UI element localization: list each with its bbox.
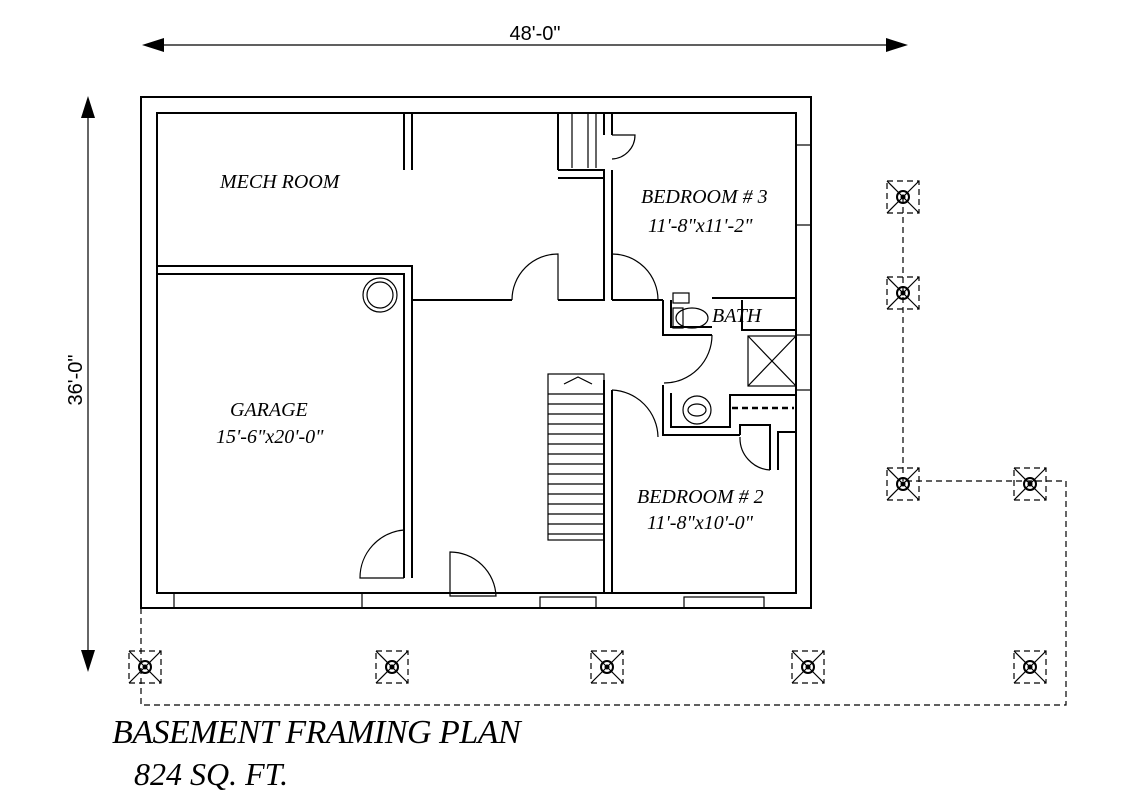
stairs (547, 373, 605, 541)
deck-post-icon (886, 276, 920, 310)
bedroom3-size: 11'-8"x11'-2" (648, 215, 753, 237)
deck-post-icon (886, 180, 920, 214)
deck-post-icon (590, 650, 624, 684)
width-dimension-label: 48'-0" (510, 23, 561, 45)
garage-size: 15'-6"x20'-0" (216, 426, 324, 448)
plan-area: 824 SQ. FT. (134, 756, 289, 792)
toilet-icon (672, 292, 709, 329)
depth-dimension: 36'-0" (65, 96, 95, 672)
doors (359, 134, 771, 597)
deck-post-icon (791, 650, 825, 684)
plan-title: BASEMENT FRAMING PLAN (112, 714, 521, 751)
deck-post-icon (886, 467, 920, 501)
deck-post-icon (1013, 467, 1047, 501)
fixtures (362, 277, 712, 425)
bedroom2-size: 11'-8"x10'-0" (647, 512, 754, 534)
width-dimension: 48'-0" (142, 23, 908, 52)
deck-post-icon (375, 650, 409, 684)
openings (173, 144, 812, 609)
depth-dimension-label: 36'-0" (65, 355, 87, 406)
water-heater-icon (362, 277, 398, 313)
bath-label: BATH (712, 305, 763, 327)
deck-post-icon (128, 650, 162, 684)
deck-posts (128, 180, 1047, 684)
mech-room-label: MECH ROOM (219, 171, 341, 193)
bedroom2-label: BEDROOM # 2 (637, 486, 764, 508)
deck-post-icon (1013, 650, 1047, 684)
bedroom3-label: BEDROOM # 3 (641, 186, 768, 208)
sink-icon (682, 395, 712, 425)
garage-label: GARAGE (230, 399, 308, 421)
